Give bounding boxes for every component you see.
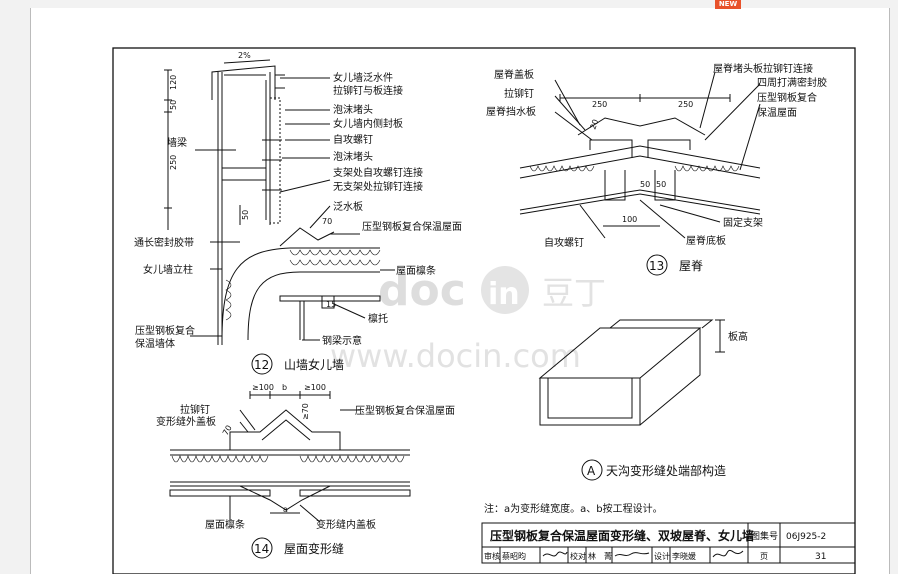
svg-text:屋脊堵头板拉铆钉连接: 屋脊堵头板拉铆钉连接 xyxy=(713,62,813,75)
svg-text:固定支架: 固定支架 xyxy=(723,216,763,229)
svg-text:保温墙体: 保温墙体 xyxy=(135,337,175,350)
svg-text:doc: doc xyxy=(378,265,466,316)
svg-text:泡沫堵头: 泡沫堵头 xyxy=(333,150,373,163)
svg-text:压型钢板复合保温屋面: 压型钢板复合保温屋面 xyxy=(362,220,462,233)
reviewer-signature xyxy=(542,551,568,557)
svg-text:20: 20 xyxy=(588,118,600,131)
svg-text:拉铆钉: 拉铆钉 xyxy=(504,87,534,100)
svg-text:120: 120 xyxy=(169,75,178,90)
svg-text:无支架处拉铆钉连接: 无支架处拉铆钉连接 xyxy=(333,180,423,193)
detail-14-labels: 拉铆钉 变形缝外盖板 压型钢板复合保温屋面 屋面檩条 变形缝内盖板 ≥100 b… xyxy=(156,383,455,559)
svg-text:页: 页 xyxy=(760,552,768,561)
svg-text:100: 100 xyxy=(622,215,637,224)
svg-text:檩托: 檩托 xyxy=(368,312,388,325)
svg-text:50: 50 xyxy=(169,100,178,110)
svg-text:14: 14 xyxy=(254,542,269,556)
svg-text:压型钢板复合: 压型钢板复合 xyxy=(757,91,817,104)
svg-text:屋面檩条: 屋面檩条 xyxy=(396,264,436,277)
svg-text:墙梁: 墙梁 xyxy=(167,136,187,149)
svg-text:设计: 设计 xyxy=(654,551,670,561)
svg-text:自攻螺钉: 自攻螺钉 xyxy=(544,236,584,249)
detail-12-parapet xyxy=(164,59,395,345)
page-number: 31 xyxy=(815,552,826,562)
svg-text:≥100: ≥100 xyxy=(252,383,274,392)
drawing-note: 注：a为变形缝宽度。a、b按工程设计。 xyxy=(484,502,663,515)
svg-text:泛水板: 泛水板 xyxy=(333,200,363,213)
detail-13-ridge xyxy=(519,71,761,239)
title-block-text: 压型钢板复合保温屋面变形缝、双坡屋脊、女儿墙 图集号 06J925-2 审核 蔡… xyxy=(484,528,826,562)
svg-text:女儿墙内侧封板: 女儿墙内侧封板 xyxy=(333,117,403,130)
svg-text:林 菁: 林 菁 xyxy=(588,551,612,561)
svg-text:变形缝内盖板: 变形缝内盖板 xyxy=(316,518,376,531)
atlas-label: 图集号 xyxy=(751,530,778,542)
detail-12-labels: 2% 女儿墙泛水件 拉铆钉与板连接 泡沫堵头 女儿墙内侧封板 自攻螺钉 泡沫堵头… xyxy=(134,51,462,375)
svg-text:50: 50 xyxy=(640,180,650,189)
svg-text:250: 250 xyxy=(678,100,693,109)
svg-text:屋脊底板: 屋脊底板 xyxy=(686,234,726,247)
designer-signature xyxy=(712,549,744,558)
svg-text:压型钢板复合保温屋面: 压型钢板复合保温屋面 xyxy=(355,404,455,417)
svg-text:A: A xyxy=(587,464,596,478)
svg-text:70: 70 xyxy=(221,424,234,437)
svg-text:自攻螺钉: 自攻螺钉 xyxy=(333,133,373,146)
sheet-title: 压型钢板复合保温屋面变形缝、双坡屋脊、女儿墙 xyxy=(490,528,754,543)
detail-a-gutter xyxy=(538,319,725,426)
svg-text:山墙女儿墙: 山墙女儿墙 xyxy=(284,357,344,372)
title-block xyxy=(481,522,856,564)
svg-text:12: 12 xyxy=(254,358,269,372)
svg-text:15: 15 xyxy=(326,300,336,309)
detail-14-marker xyxy=(251,537,273,559)
checker-signature xyxy=(614,552,650,557)
svg-text:≥100: ≥100 xyxy=(304,383,326,392)
svg-text:压型钢板复合: 压型钢板复合 xyxy=(135,324,195,337)
watermark: doc in 豆丁 www.docin.com xyxy=(330,265,606,375)
detail-14-joint xyxy=(169,391,411,523)
svg-text:250: 250 xyxy=(169,155,178,170)
svg-text:≥70: ≥70 xyxy=(301,403,310,420)
svg-text:校对: 校对 xyxy=(570,551,586,561)
svg-text:天沟变形缝处端部构造: 天沟变形缝处端部构造 xyxy=(606,463,726,478)
svg-text:泡沫堵头: 泡沫堵头 xyxy=(333,103,373,116)
svg-text:in: in xyxy=(488,277,520,312)
svg-text:a: a xyxy=(283,505,288,514)
atlas-number: 06J925-2 xyxy=(786,532,826,542)
svg-text:拉铆钉与板连接: 拉铆钉与板连接 xyxy=(333,84,403,97)
svg-text:50: 50 xyxy=(241,210,250,220)
svg-text:屋面变形缝: 屋面变形缝 xyxy=(284,541,344,556)
svg-text:四周打满密封胶: 四周打满密封胶 xyxy=(757,76,827,89)
svg-text:屋脊盖板: 屋脊盖板 xyxy=(494,68,534,81)
detail-12-marker xyxy=(251,353,273,375)
svg-text:板高: 板高 xyxy=(728,330,748,343)
svg-text:屋脊: 屋脊 xyxy=(679,259,703,273)
svg-text:钢梁示意: 钢梁示意 xyxy=(322,334,362,347)
detail-a-marker xyxy=(581,459,603,481)
detail-13-marker xyxy=(646,254,668,276)
svg-text:70: 70 xyxy=(322,217,332,226)
svg-text:李晓媛: 李晓媛 xyxy=(672,551,696,561)
drawing-page xyxy=(30,8,890,574)
new-badge: NEW xyxy=(715,0,741,9)
detail-a-labels: 板高 A 天沟变形缝处端部构造 xyxy=(581,330,748,481)
svg-text:女儿墙泛水件: 女儿墙泛水件 xyxy=(333,71,393,84)
svg-text:拉铆钉: 拉铆钉 xyxy=(180,403,210,416)
svg-text:屋脊挡水板: 屋脊挡水板 xyxy=(486,105,536,118)
svg-text:屋面檩条: 屋面檩条 xyxy=(205,518,245,531)
detail-13-labels: 屋脊盖板 拉铆钉 屋脊挡水板 屋脊堵头板拉铆钉连接 四周打满密封胶 压型钢板复合… xyxy=(486,62,827,276)
svg-text:支架处自攻螺钉连接: 支架处自攻螺钉连接 xyxy=(333,166,423,179)
svg-text:变形缝外盖板: 变形缝外盖板 xyxy=(156,415,216,428)
svg-text:女儿墙立柱: 女儿墙立柱 xyxy=(143,263,193,276)
svg-text:www.docin.com: www.docin.com xyxy=(330,337,581,375)
svg-text:250: 250 xyxy=(592,100,607,109)
svg-text:2%: 2% xyxy=(238,51,251,60)
svg-text:50: 50 xyxy=(656,180,666,189)
svg-text:13: 13 xyxy=(649,259,664,273)
svg-text:蔡昭昀: 蔡昭昀 xyxy=(502,551,526,561)
svg-text:b: b xyxy=(282,383,287,392)
svg-text:保温屋面: 保温屋面 xyxy=(757,106,797,119)
svg-text:审核: 审核 xyxy=(484,551,500,561)
drawing-frame xyxy=(112,47,856,574)
svg-text:豆丁: 豆丁 xyxy=(542,274,606,312)
svg-text:通长密封胶带: 通长密封胶带 xyxy=(134,236,194,249)
